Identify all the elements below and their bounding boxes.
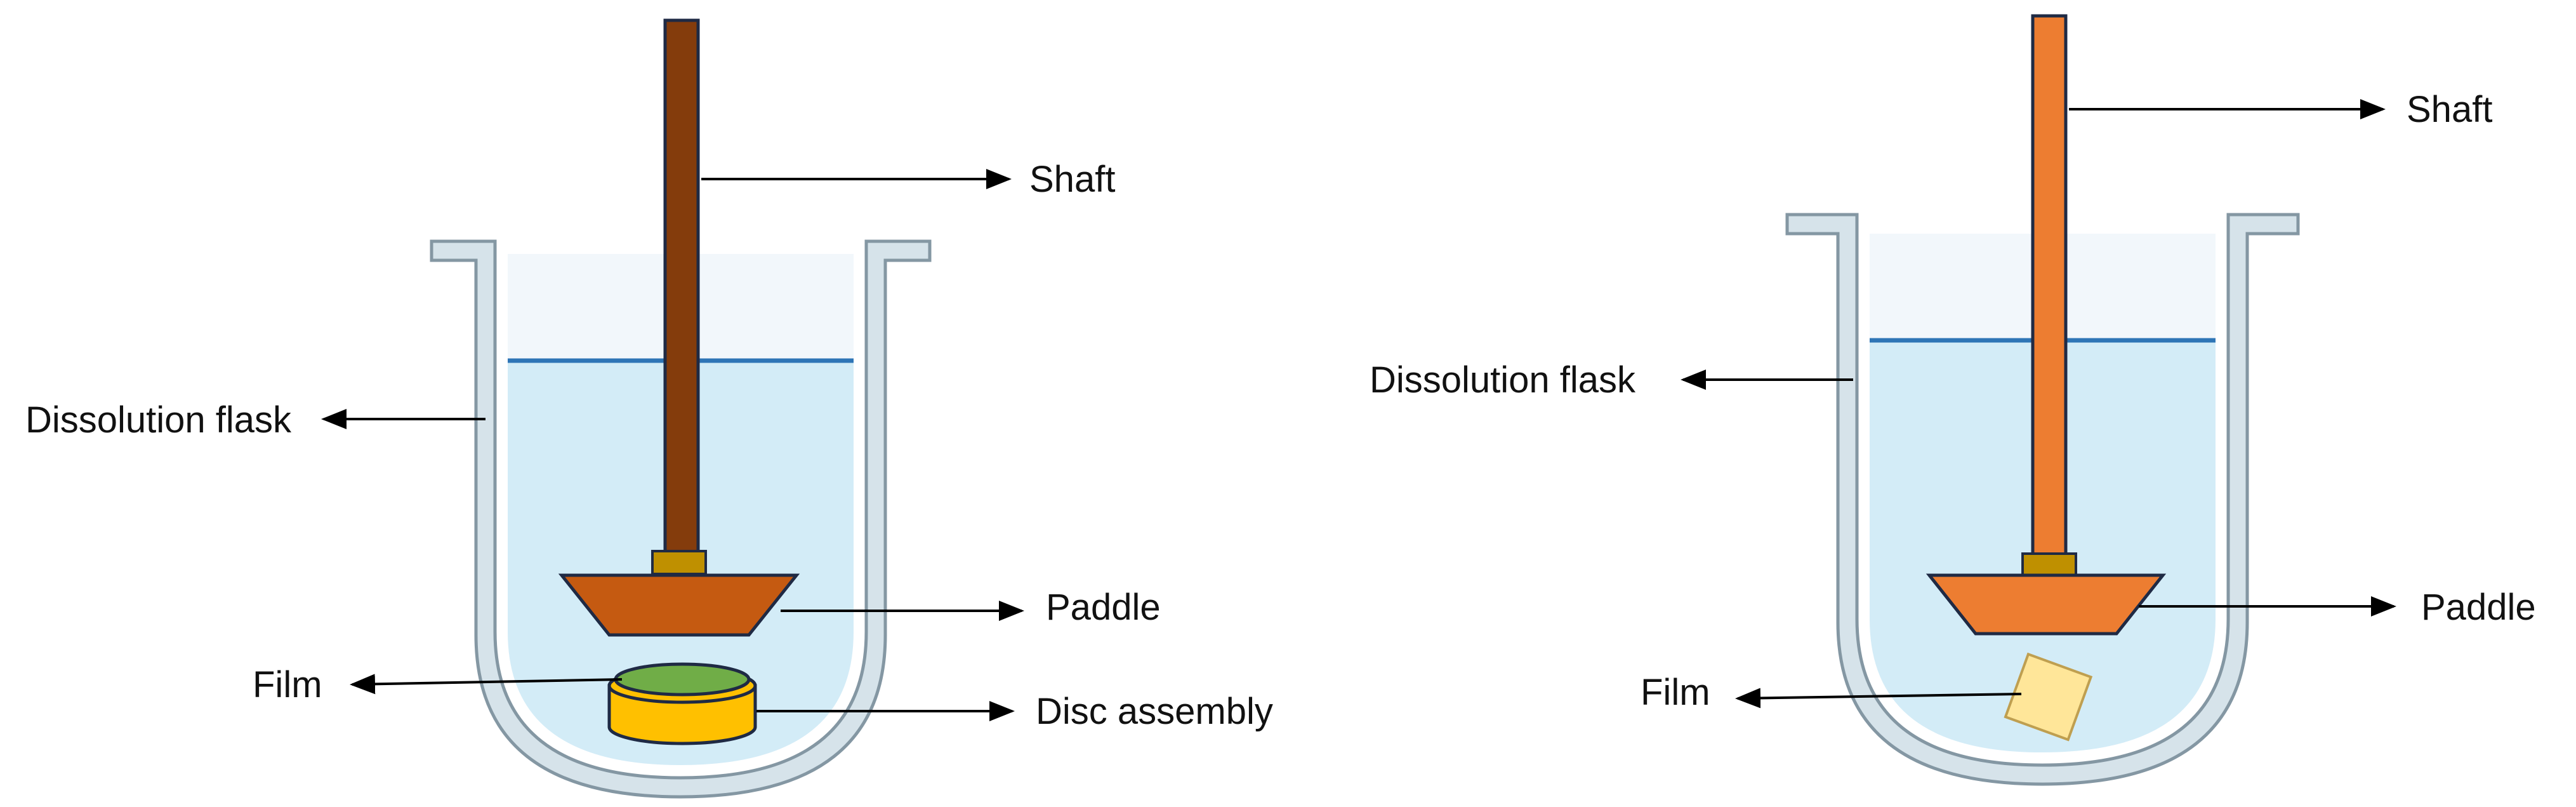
right-shaft-label: Shaft bbox=[2407, 89, 2492, 130]
right-leaders bbox=[1681, 99, 2396, 709]
right-paddle-label: Paddle bbox=[2421, 587, 2536, 628]
right-apparatus bbox=[1785, 14, 2300, 786]
right-film-leader bbox=[1735, 688, 2022, 709]
left-shaft-collar bbox=[651, 550, 707, 575]
left-film-label: Film bbox=[253, 664, 322, 705]
left-apparatus bbox=[430, 18, 932, 799]
right-film bbox=[2004, 652, 2093, 742]
left-paddle-label: Paddle bbox=[1046, 587, 1161, 628]
left-flask-label: Dissolution flask bbox=[25, 399, 292, 441]
right-flask-label: Dissolution flask bbox=[1370, 359, 1636, 401]
right-paddle bbox=[1925, 573, 2167, 636]
left-disc-label: Disc assembly bbox=[1036, 691, 1273, 732]
left-shaft bbox=[663, 18, 700, 556]
left-shaft-label: Shaft bbox=[1029, 159, 1115, 200]
left-flask-wall bbox=[430, 239, 932, 799]
left-leaders bbox=[321, 169, 1024, 721]
left-film-leader bbox=[350, 674, 623, 695]
right-flask-wall bbox=[1785, 213, 2300, 786]
left-paddle bbox=[558, 573, 800, 637]
right-shaft-collar bbox=[2021, 552, 2077, 578]
left-film bbox=[614, 662, 751, 697]
right-film-label: Film bbox=[1641, 672, 1710, 713]
right-shaft bbox=[2031, 14, 2068, 557]
